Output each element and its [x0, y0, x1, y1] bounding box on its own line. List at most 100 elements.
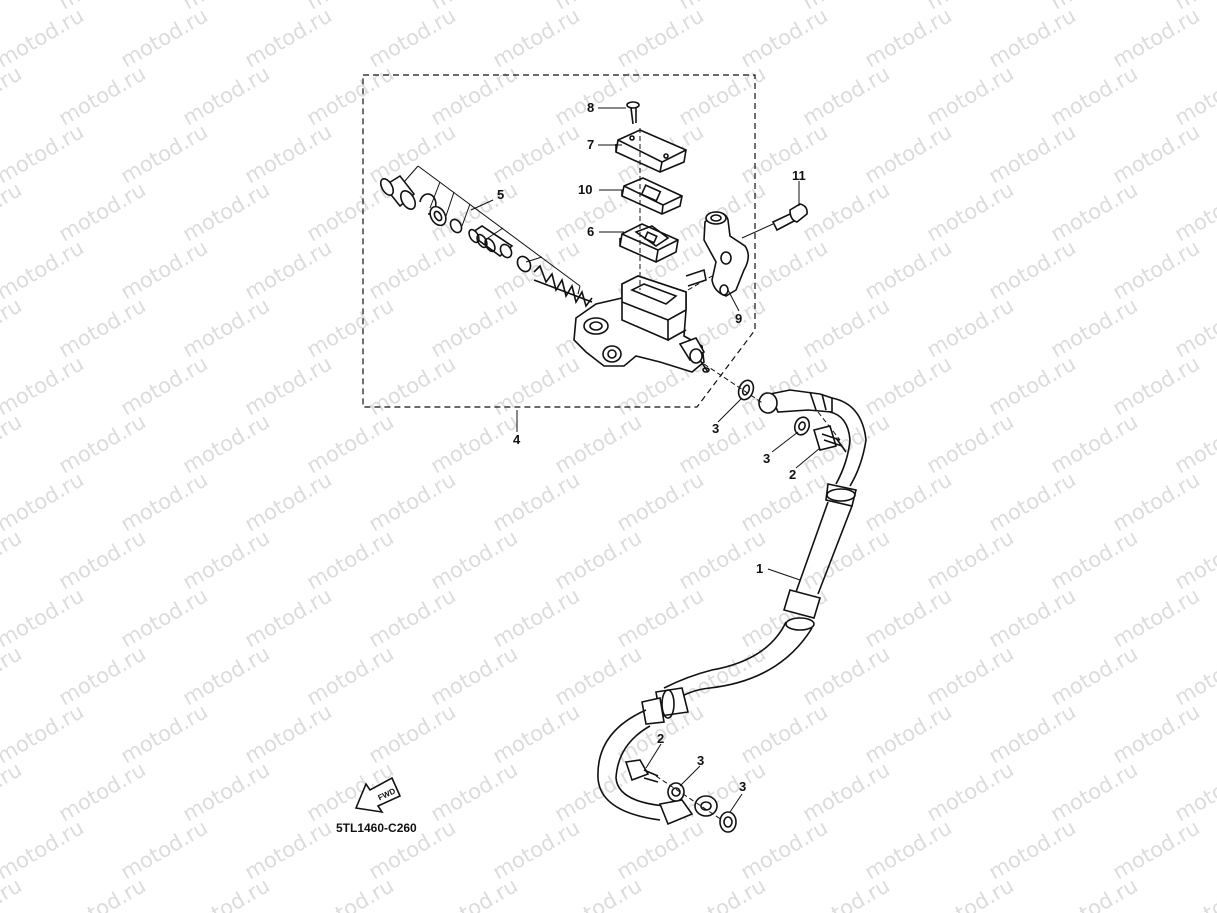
watermark-text: motod.ru [489, 815, 584, 884]
watermark-text: motod.ru [427, 409, 522, 478]
callout-3-d: 3 [739, 779, 746, 794]
watermark-text: motod.ru [55, 177, 150, 246]
watermark-text: motod.ru [737, 815, 832, 884]
watermark-text: motod.ru [1171, 61, 1217, 130]
watermark-text: motod.ru [923, 293, 1018, 362]
callout-7: 7 [587, 137, 594, 152]
watermark-text: motod.ru [365, 583, 460, 652]
watermark-text: motod.ru [923, 61, 1018, 130]
watermark-text: motod.ru [365, 467, 460, 536]
watermark-text: motod.ru [613, 583, 708, 652]
part-5-piston-kit [379, 174, 593, 308]
watermark-text: motod.ru [861, 235, 956, 304]
watermark-text: motod.ru [0, 757, 26, 826]
watermark-text: motod.ru [799, 177, 894, 246]
watermark-text: motod.ru [241, 351, 336, 420]
watermark-text: motod.ru [0, 873, 26, 913]
watermark-text: motod.ru [551, 873, 646, 913]
part-1-brake-hose [597, 389, 867, 826]
watermark-text: motod.ru [923, 177, 1018, 246]
watermark-text: motod.ru [489, 119, 584, 188]
watermark-text: motod.ru [55, 873, 150, 913]
part-11-bolt [741, 203, 808, 239]
watermark-text: motod.ru [179, 873, 274, 913]
watermark-text: motod.ru [427, 293, 522, 362]
watermark-text: motod.ru [55, 61, 150, 130]
watermark-text: motod.ru [179, 641, 274, 710]
watermark-text: motod.ru [0, 641, 26, 710]
watermark-text: motod.ru [737, 235, 832, 304]
watermark-text: motod.ru [675, 409, 770, 478]
watermark-text: motod.ru [427, 641, 522, 710]
watermark-text: motod.ru [923, 409, 1018, 478]
watermark-text: motod.ru [1047, 293, 1142, 362]
watermark-text: motod.ru [303, 641, 398, 710]
watermark-text: motod.ru [985, 815, 1080, 884]
callout-8: 8 [587, 100, 594, 115]
callout-3-a: 3 [712, 421, 719, 436]
watermark-text: motod.ru [365, 3, 460, 72]
watermark-text: motod.ru [861, 583, 956, 652]
watermark-text: motod.ru [303, 61, 398, 130]
watermark-text: motod.ru [737, 119, 832, 188]
watermark-text: motod.ru [241, 119, 336, 188]
part-10-plate [621, 177, 683, 215]
watermark-text: motod.ru [1109, 815, 1204, 884]
part-2-bolt-lower [624, 759, 659, 783]
watermark-text: motod.ru [1047, 525, 1142, 594]
watermark-text: motod.ru [1171, 409, 1217, 478]
watermark-text: motod.ru [0, 409, 26, 478]
watermark-text: motod.ru [303, 409, 398, 478]
watermark-text: motod.ru [365, 235, 460, 304]
watermark-text: motod.ru [241, 467, 336, 536]
watermark-text: motod.ru [923, 641, 1018, 710]
watermark-text: motod.ru [489, 699, 584, 768]
callout-labels: 1 2 2 3 3 3 3 4 5 6 7 8 9 10 11 [497, 100, 806, 794]
watermark-text: motod.ru [1109, 467, 1204, 536]
callout-4: 4 [513, 432, 521, 447]
assembly-boundary [362, 74, 756, 408]
part-6-diaphragm [619, 223, 679, 263]
watermark-text: motod.ru [0, 61, 26, 130]
watermark-text: motod.ru [923, 525, 1018, 594]
watermark-text: motod.ru [1109, 235, 1204, 304]
watermark-text: motod.ru [179, 409, 274, 478]
watermark-text: motod.ru [55, 293, 150, 362]
watermark-text: motod.ru [117, 119, 212, 188]
callout-1: 1 [756, 561, 763, 576]
master-cylinder-body [573, 268, 710, 373]
watermark-text: motod.ru [799, 409, 894, 478]
watermark-text: motod.ru [241, 815, 336, 884]
watermark-text: motod.ru [0, 293, 26, 362]
callout-2-lower: 2 [657, 731, 664, 746]
part-3-washer-a [737, 379, 755, 401]
watermark-text: motod.ru [0, 525, 26, 594]
watermark-text: motod.ru [1047, 409, 1142, 478]
part-8-screw [626, 101, 640, 125]
watermark-text: motod.ru [179, 757, 274, 826]
watermark-text: motod.ru [241, 3, 336, 72]
callout-10: 10 [578, 182, 592, 197]
watermark-text: motod.ru [55, 409, 150, 478]
part-9-holder [703, 211, 750, 297]
watermark-text: motod.ru [1047, 873, 1142, 913]
watermark-text: motod.ru [923, 757, 1018, 826]
watermark-text: motod.ru [985, 119, 1080, 188]
watermark-text: motod.ru [303, 525, 398, 594]
watermark-text: motod.ru [117, 467, 212, 536]
watermark-text: motod.ru [117, 699, 212, 768]
watermark-text: motod.ru [1171, 177, 1217, 246]
watermark-text: motod.ru [985, 351, 1080, 420]
watermark-text: motod.ru [1047, 757, 1142, 826]
watermark-text: motod.ru [117, 815, 212, 884]
watermark-text: motod.ru [613, 467, 708, 536]
watermark-text: motod.ru [0, 0, 26, 14]
watermark-text: motod.ru [799, 641, 894, 710]
watermark-text: motod.ru [1171, 873, 1217, 913]
watermark-text: motod.ru [799, 757, 894, 826]
watermark-text: motod.ru [117, 583, 212, 652]
watermark-text: motod.ru [303, 293, 398, 362]
watermark-text: motod.ru [1171, 757, 1217, 826]
watermark-text: motod.ru [923, 873, 1018, 913]
